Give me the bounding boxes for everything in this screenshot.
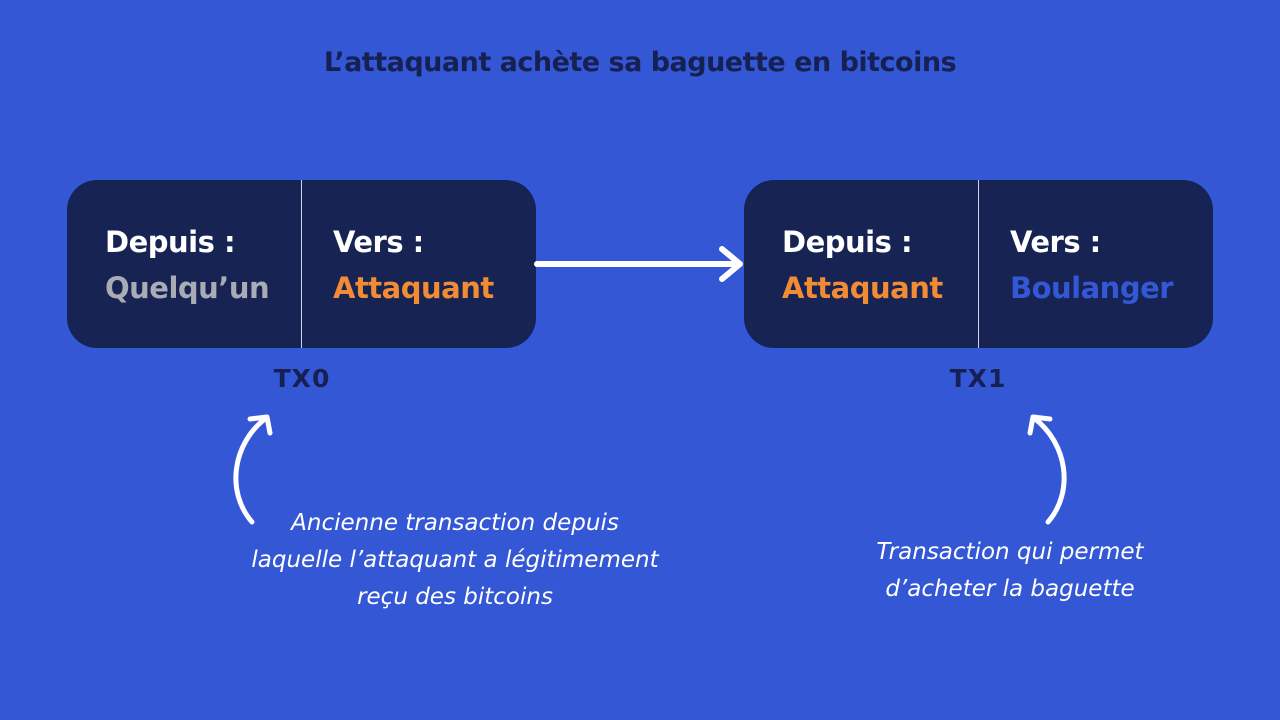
arrow-right-icon [534,246,743,282]
tx1-to-cell: Vers : Boulanger [1010,222,1174,314]
tx0-to-label: Vers : [333,225,424,259]
tx0-to-cell: Vers : Attaquant [333,222,494,314]
tx0-from-value: Quelqu’un [105,271,270,305]
tx0-from-cell: Depuis : Quelqu’un [105,222,270,314]
tx1-from-value: Attaquant [782,271,943,305]
tx0-id-label: TX0 [273,364,331,393]
tx0-caption: Ancienne transaction depuis laquelle l’a… [235,505,675,616]
tx0-caption-line: laquelle l’attaquant a légitimement [251,547,659,573]
tx1-from-label: Depuis : [782,225,913,259]
tx1-to-label: Vers : [1010,225,1101,259]
transaction-box-tx0: Depuis : Quelqu’un Vers : Attaquant [67,180,536,348]
tx1-divider [978,180,979,348]
curved-arrow-up-icon [1027,414,1067,525]
tx0-caption-line: Ancienne transaction depuis [291,510,619,536]
tx0-divider [301,180,302,348]
tx1-caption-line: d’acheter la baguette [885,576,1135,602]
tx1-to-value: Boulanger [1010,271,1174,305]
tx0-caption-line: reçu des bitcoins [357,584,553,610]
tx1-id-label: TX1 [949,364,1007,393]
transaction-box-tx1: Depuis : Attaquant Vers : Boulanger [744,180,1213,348]
tx0-to-value: Attaquant [333,271,494,305]
diagram-title: L’attaquant achète sa baguette en bitcoi… [323,47,957,78]
tx1-caption: Transaction qui permet d’acheter la bagu… [840,534,1180,608]
tx1-from-cell: Depuis : Attaquant [782,222,943,314]
tx1-caption-line: Transaction qui permet [876,539,1144,565]
tx0-from-label: Depuis : [105,225,236,259]
